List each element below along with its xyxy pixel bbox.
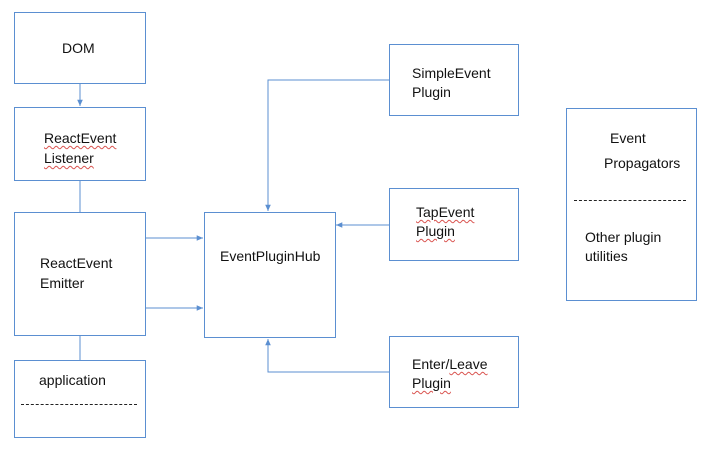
application-node	[14, 360, 146, 438]
tap-event-plugin-node	[389, 188, 519, 261]
propagators-divider	[574, 200, 686, 201]
tap-plugin-label-line1: TapEvent	[416, 204, 475, 220]
enterleave-plugin-label-line2: Plugin	[412, 375, 451, 391]
propagators-label-line2: Propagators	[604, 155, 681, 171]
enterleave-plugin-label-line1: Enter/Leave	[412, 354, 488, 374]
react-event-emitter-node	[14, 212, 146, 336]
listener-label-line1: ReactEvent	[44, 130, 117, 146]
arrow-enterleave-to-hub	[265, 339, 389, 373]
dom-label: DOM	[62, 40, 95, 56]
dom-node	[14, 12, 146, 84]
emitter-label-line1: ReactEvent	[40, 255, 113, 271]
application-label: application	[39, 372, 106, 388]
enterleave-part-enter: Enter/	[412, 356, 450, 372]
simple-plugin-label-line1: SimpleEvent	[412, 65, 491, 81]
event-plugin-hub-node	[204, 212, 336, 338]
emitter-label-line2: Emitter	[40, 275, 85, 291]
listener-label-line2: Listener	[44, 150, 94, 166]
enter-leave-plugin-node	[389, 336, 519, 408]
propagators-label-line4: utilities	[585, 248, 628, 264]
event-propagators-node	[566, 108, 697, 301]
simple-event-plugin-node	[389, 44, 519, 116]
propagators-label-line1: Event	[610, 130, 646, 146]
tap-plugin-label-line2: Plugin	[416, 223, 455, 239]
react-event-listener-node	[14, 107, 146, 181]
simple-plugin-label-line2: Plugin	[412, 84, 451, 100]
hub-label: EventPluginHub	[220, 248, 321, 264]
enterleave-part-leave: Leave	[449, 356, 488, 372]
propagators-label-line3: Other plugin	[585, 229, 662, 245]
application-divider	[21, 404, 137, 405]
arrow-simpleplugin-to-hub	[265, 79, 389, 211]
